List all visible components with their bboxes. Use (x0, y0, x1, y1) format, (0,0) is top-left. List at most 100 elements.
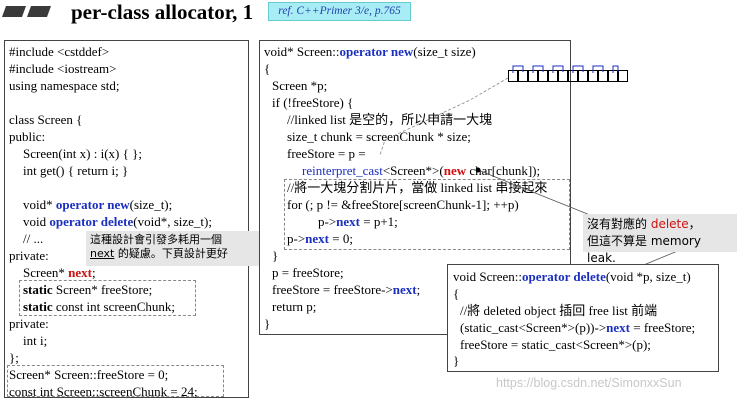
delete-keyword-highlight: delete (650, 217, 689, 231)
keyword-new-highlight: new (443, 163, 467, 178)
code-text: p-> (287, 231, 306, 246)
keyword-next: next (336, 214, 361, 229)
chunk-cell (618, 70, 628, 82)
keyword-next: next (305, 231, 330, 246)
next-member-highlight: next (68, 265, 92, 280)
code-line: Screen *p; (272, 78, 328, 93)
code-line: reinterpret_cast<Screen*>(new char[chunk… (302, 163, 540, 179)
code-line: }; (9, 350, 19, 365)
code-line: } (453, 353, 460, 368)
code-line: p->next = p+1; (318, 214, 398, 230)
code-line: { (264, 61, 271, 76)
code-text: Screen* (23, 265, 69, 280)
code-text: void (23, 214, 50, 229)
static-members-highlight (19, 280, 196, 316)
code-text: Screen* freeStore; (52, 282, 153, 297)
code-line: Screen* next; (23, 265, 96, 281)
code-text: char[chunk]); (466, 163, 541, 178)
code-text: = p+1; (360, 214, 398, 229)
code-line: p->next = 0; (287, 231, 353, 247)
code-text: (size_t size) (413, 44, 476, 59)
code-text: (void *p, size_t) (605, 269, 691, 284)
code-line: Screen(int x) : i(x) { }; (23, 146, 142, 161)
reference-badge: ref. C++Primer 3/e, p.765 (268, 2, 411, 21)
code-line: } (272, 248, 279, 263)
code-text: void Screen:: (453, 269, 522, 284)
code-line: void* Screen::operator new(size_t size) (264, 44, 476, 60)
code-comment: //將 deleted object 插回 free list 前端 (460, 303, 658, 318)
code-line: #include <cstddef> (9, 44, 110, 59)
code-text: ; (91, 265, 96, 280)
code-text: void* Screen:: (264, 44, 340, 59)
new-pointer-dot (475, 167, 481, 173)
keyword-static: static (23, 282, 53, 297)
code-line: const int Screen::screenChunk = 24; (9, 384, 198, 399)
code-line: Screen* Screen::freeStore = 0; (9, 367, 169, 382)
code-text: = 0; (329, 231, 353, 246)
page-title: per-class allocator, 1 (71, 0, 254, 24)
code-text: const int screenChunk; (52, 299, 176, 314)
code-line: p = freeStore; (272, 265, 344, 280)
note-text: 沒有對應的 (587, 217, 651, 231)
free-list-diagram (508, 70, 638, 84)
keyword-static: static (23, 299, 53, 314)
code-line: private: (9, 248, 49, 263)
code-line: int i; (23, 333, 48, 348)
code-line: } (264, 316, 271, 331)
code-text: (static_cast<Screen*>(p))-> (460, 320, 607, 335)
code-line: for (; p != &freeStore[screenChunk-1]; +… (287, 197, 519, 212)
link-arrows (512, 65, 619, 73)
code-line: void* operator new(size_t); (23, 197, 172, 213)
code-line: #include <iostream> (9, 61, 117, 76)
code-text: (size_t); (129, 197, 173, 212)
code-line: if (!freeStore) { (272, 95, 354, 110)
watermark: https://blog.csdn.net/SimonxxSun (496, 376, 682, 390)
code-line: static Screen* freeStore; (23, 282, 152, 298)
code-line: using namespace std; (9, 78, 120, 93)
code-text: (void*, size_t); (133, 214, 212, 229)
code-text: = freeStore; (630, 320, 696, 335)
reinterpret-cast: reinterpret_cast (302, 163, 383, 178)
keyword-operator-new: operator new (339, 44, 414, 59)
code-line: freeStore = freeStore->next; (272, 282, 420, 298)
code-line: int get() { return i; } (23, 163, 129, 178)
code-line: class Screen { (9, 112, 83, 127)
code-line: size_t chunk = screenChunk * size; (287, 129, 471, 144)
keyword-operator-delete: operator delete (521, 269, 606, 284)
code-text: freeStore = freeStore-> (272, 282, 393, 297)
static-definitions-highlight (7, 365, 224, 397)
diagram-pointer (379, 77, 509, 156)
note-text: ， (688, 217, 701, 231)
code-text: ; (416, 282, 421, 297)
split-loop-highlight (284, 179, 570, 250)
memory-leak-note: 沒有對應的 delete， 但這不算是 memory leak. (583, 214, 737, 265)
note-text: 這種設計會引發多耗用一個 (90, 233, 222, 246)
code-line: freeStore = static_cast<Screen*>(p); (460, 337, 651, 352)
code-line: freeStore = p = (287, 146, 366, 161)
code-comment: //將一大塊分割片片，當做 linked list 串接起來 (287, 180, 548, 195)
code-line: private: (9, 316, 49, 331)
code-line: void Screen::operator delete(void *p, si… (453, 269, 691, 285)
note-text: 的疑慮。下頁設計更好 (114, 247, 228, 260)
code-line: public: (9, 129, 46, 144)
keyword-next: next (606, 320, 630, 335)
keyword-operator-delete: operator delete (49, 214, 134, 229)
class-declaration-box (4, 40, 249, 398)
design-note: 這種設計會引發多耗用一個 next 的疑慮。下頁設計更好 (86, 231, 270, 266)
code-line: static const int screenChunk; (23, 299, 175, 315)
code-line: void operator delete(void*, size_t); (23, 214, 212, 230)
keyword-next: next (392, 282, 417, 297)
code-text: <Screen*>( (382, 163, 444, 178)
code-line: // ... (23, 231, 44, 246)
code-line: { (453, 286, 460, 301)
operator-delete-box (447, 264, 719, 372)
new-pointer-line (477, 169, 591, 216)
code-line: return p; (272, 299, 317, 314)
keyword-operator-new: operator new (55, 197, 130, 212)
note-text: 但這不算是 memory leak. (587, 234, 701, 265)
code-comment: //linked list 是空的，所以申請一大塊 (287, 112, 493, 127)
code-text: p-> (318, 214, 337, 229)
code-line: (static_cast<Screen*>(p))->next = freeSt… (460, 320, 695, 336)
code-text: void* (23, 197, 56, 212)
note-next-word: next (90, 247, 115, 260)
